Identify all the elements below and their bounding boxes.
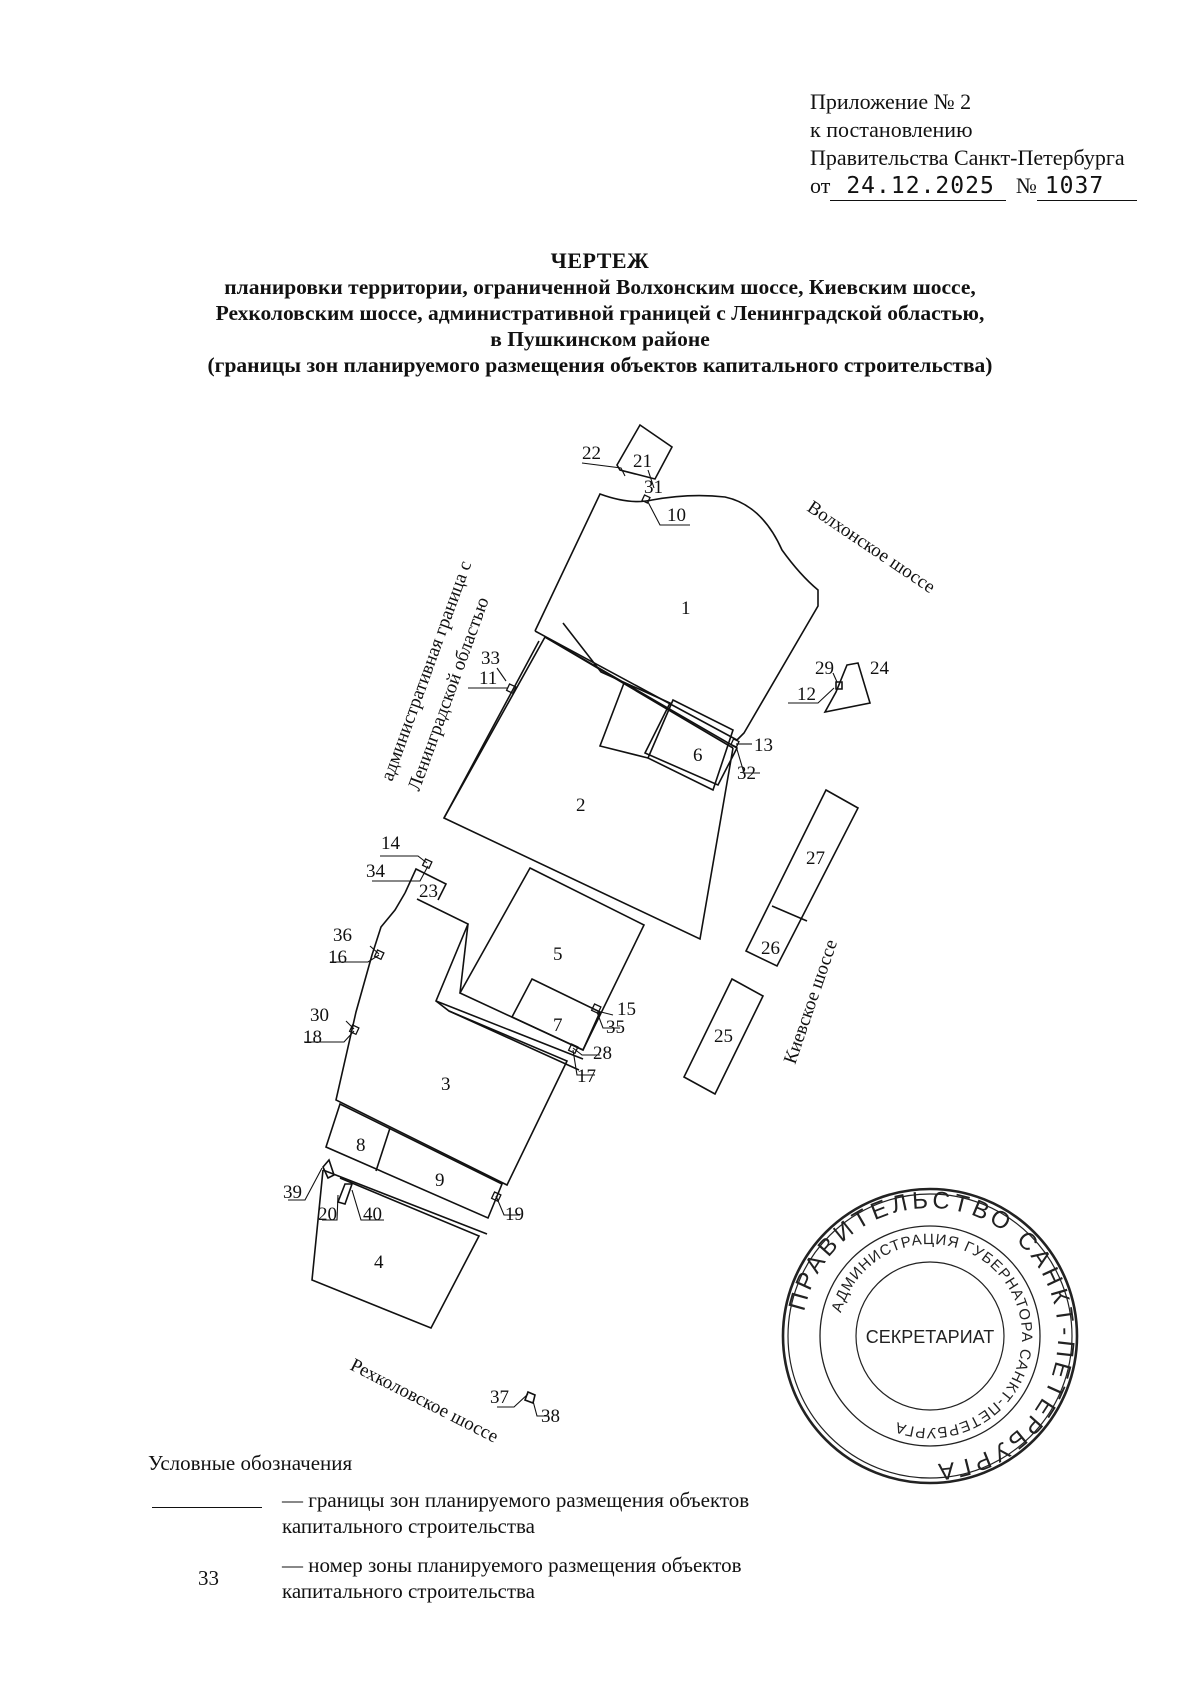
band-9-4: [322, 1169, 488, 1235]
zone-label-38: 38: [541, 1406, 560, 1427]
official-stamp: ПРАВИТЕЛЬСТВО САНКТ-ПЕТЕРБУРГА АДМИНИСТР…: [781, 1187, 1079, 1485]
zone-label-25: 25: [714, 1026, 733, 1047]
zone-39-marker: [322, 1158, 335, 1180]
zone-4-outline: [311, 1169, 481, 1330]
zone-3-outline: [335, 892, 569, 1187]
date-number-line: от 24.12.2025 № 1037: [810, 172, 1137, 201]
legend-title: Условные обозначения: [148, 1451, 353, 1475]
zone-label-39: 39: [283, 1182, 302, 1203]
zone-label-22: 22: [582, 443, 601, 464]
zone-label-3: 3: [441, 1074, 451, 1095]
band-5-3: [435, 1000, 584, 1071]
road-label-rekhkolovskoe: Рехколовское шоссе: [347, 1355, 502, 1448]
zone-27-26-divider: [771, 905, 808, 922]
road-label-kievskoe: Киевское шоссе: [780, 937, 842, 1067]
zone-label-40: 40: [363, 1204, 382, 1225]
zone-label-24: 24: [870, 658, 890, 679]
zone-29-marker: [835, 681, 843, 690]
zone-label-26: 26: [761, 938, 780, 959]
zone-40-marker: [336, 1183, 354, 1205]
resolution-label: к постановлению: [810, 117, 973, 142]
number-prefix: №: [1015, 173, 1037, 198]
zone-label-8: 8: [356, 1135, 366, 1156]
date-prefix: от: [810, 173, 831, 198]
road-label-volkhonskoe: Волхонское шоссе: [803, 497, 939, 598]
legend-number-sample: 33: [198, 1566, 219, 1590]
zone-24-outline: [823, 662, 872, 714]
zone-label-14: 14: [381, 833, 401, 854]
legend-item-number-line2: капитального строительства: [282, 1579, 535, 1603]
zone-27-26-outline: [744, 788, 860, 968]
title-line-2: Рехколовским шоссе, административной гра…: [215, 301, 985, 325]
zone-label-13: 13: [754, 735, 773, 756]
zone-7-outline: [510, 977, 602, 1052]
document-title: ЧЕРТЕЖ планировки территории, ограниченн…: [0, 248, 1200, 378]
zone-label-23: 23: [419, 881, 438, 902]
zone-label-17: 17: [577, 1066, 596, 1087]
zone-label-34: 34: [366, 861, 386, 882]
zone-8-9-divider: [375, 1127, 391, 1172]
document-date: 24.12.2025: [846, 173, 995, 199]
zone-label-1: 1: [681, 598, 691, 619]
appendix-header: Приложение № 2 к постановлению Правитель…: [810, 88, 1137, 201]
zone-label-35: 35: [606, 1017, 625, 1038]
zone-2-notch: [598, 682, 649, 759]
zone-label-33: 33: [481, 648, 500, 669]
zone-label-9: 9: [435, 1170, 445, 1191]
zone-label-11: 11: [479, 668, 497, 689]
appendix-label: Приложение № 2: [810, 89, 972, 114]
title-line-4: (границы зон планируемого размещения объ…: [207, 353, 993, 377]
zone-label-28: 28: [593, 1043, 612, 1064]
zone-labels: 1 2 3 4 5 6 7 8 9 10 11 12 13 14 15 16 1…: [283, 443, 890, 1427]
zone-label-19: 19: [505, 1204, 524, 1225]
stamp-center-text: СЕКРЕТАРИАТ: [866, 1327, 994, 1347]
legend-boundary-sample: [152, 1507, 262, 1508]
legend-item-number: — номер зоны планируемого размещения объ…: [282, 1552, 842, 1604]
legend-item-boundary: — границы зон планируемого размещения об…: [282, 1487, 842, 1539]
zone-label-7: 7: [553, 1015, 563, 1036]
zone-1-outline: [534, 492, 819, 741]
zone-label-20: 20: [318, 1204, 337, 1225]
zone-label-4: 4: [374, 1252, 384, 1273]
zone-25-outline: [682, 977, 765, 1096]
zone-21-outline: [616, 423, 674, 480]
zone-label-32: 32: [737, 763, 756, 784]
title-line-3: в Пушкинском районе: [490, 327, 710, 351]
zone-label-30: 30: [310, 1005, 329, 1026]
zone-8-9-outline: [325, 1102, 504, 1220]
zone-label-16: 16: [328, 947, 347, 968]
zone-6-outline: [646, 698, 734, 792]
government-label: Правительства Санкт-Петербурга: [810, 145, 1125, 170]
zone-label-31: 31: [644, 477, 663, 498]
band-3-zone5-left: [459, 923, 469, 994]
leader-lines: [288, 462, 838, 1417]
zone-label-21: 21: [633, 451, 652, 472]
zone-label-2: 2: [576, 795, 586, 816]
document-number: 1037: [1044, 173, 1105, 199]
zone-label-27: 27: [806, 848, 825, 869]
title-main: ЧЕРТЕЖ: [550, 248, 650, 273]
legend-item-boundary-line2: капитального строительства: [282, 1514, 535, 1538]
title-line-1: планировки территории, ограниченной Волх…: [224, 275, 976, 299]
zone-label-6: 6: [693, 745, 703, 766]
zone-2-outer: [443, 640, 540, 819]
zone-label-12: 12: [797, 684, 816, 705]
zone-label-5: 5: [553, 944, 563, 965]
zone-label-29: 29: [815, 658, 834, 679]
legend-item-number-line1: — номер зоны планируемого размещения объ…: [282, 1553, 742, 1577]
zone-label-36: 36: [333, 925, 352, 946]
zone-label-37: 37: [490, 1387, 509, 1408]
zone-label-10: 10: [667, 505, 686, 526]
legend-item-boundary-line1: — границы зон планируемого размещения об…: [282, 1488, 750, 1512]
zone-label-18: 18: [303, 1027, 322, 1048]
zone-label-15: 15: [617, 999, 636, 1020]
